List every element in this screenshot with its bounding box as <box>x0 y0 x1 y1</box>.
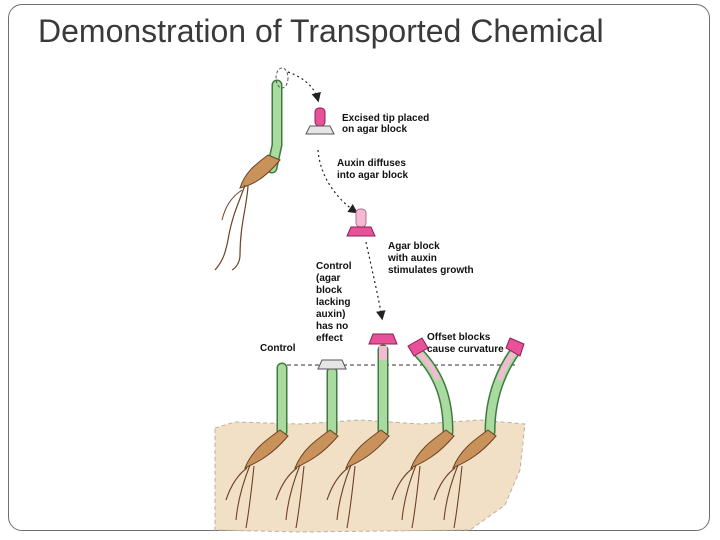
seedling-control <box>225 362 289 529</box>
seedling-offset-right <box>433 337 525 529</box>
seedling-original <box>214 67 289 271</box>
arrow-to-stimulate <box>365 241 386 321</box>
seedling-plain-agar <box>275 359 347 529</box>
agar-block-with-auxin <box>346 208 376 237</box>
seedling-offset-left <box>391 337 455 529</box>
seedling-auxin-agar <box>326 333 398 529</box>
arrow-to-agar <box>287 71 321 103</box>
label-control: Control <box>260 343 296 354</box>
tip-on-agar-block <box>305 107 335 135</box>
soil-background <box>214 419 526 533</box>
slide-title: Demonstration of Transported Chemical <box>38 13 604 49</box>
